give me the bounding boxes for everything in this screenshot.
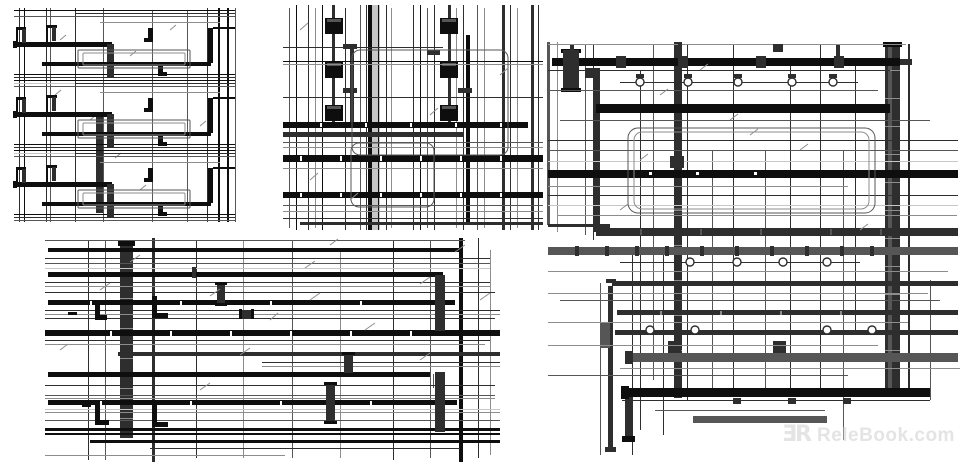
panel-top-left-module-2 (13, 80, 235, 148)
panel-bottom-left (45, 238, 500, 462)
panel-top-mid (283, 5, 543, 230)
panel-top-left-module-3 (13, 150, 235, 218)
panel-top-left-module-1 (13, 10, 235, 78)
panel-right (547, 42, 960, 455)
